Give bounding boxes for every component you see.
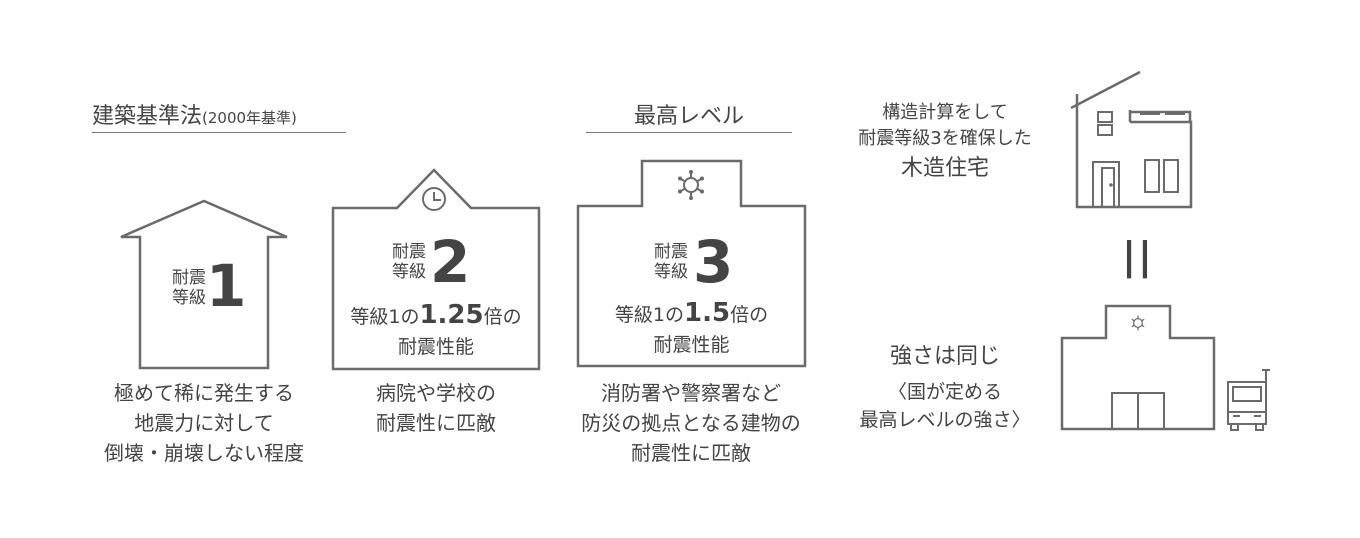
grade3-ratio-suffix: 倍の — [730, 304, 769, 326]
grade1-label-line2: 等級 — [172, 288, 206, 308]
grade3-ratio-line2: 耐震性能 — [653, 334, 730, 356]
grade2-description: 病院や学校の 耐震性に匹敵 — [316, 378, 556, 438]
wooden-house-caption-line2: 耐震等級3を確保した — [858, 128, 1032, 149]
strength-note-line2: 最高レベルの強さ〉 — [859, 409, 1031, 431]
grade2-desc-line2: 耐震性に匹敵 — [376, 411, 496, 435]
grade2-ratio-prefix: 等級1の — [350, 306, 420, 328]
standard-heading-rule — [92, 132, 346, 133]
grade2-ratio-line2: 耐震性能 — [397, 336, 474, 358]
grade2-ratio-suffix: 倍の — [483, 306, 522, 328]
strength-note: 〈国が定める 最高レベルの強さ〉 — [830, 378, 1060, 434]
grade2-desc-line1: 病院や学校の — [376, 381, 496, 405]
grade2-number: 2 — [430, 228, 471, 296]
standard-desc-line3: 倒壊・崩壊しない程度 — [104, 441, 304, 465]
wooden-house-caption-line3: 木造住宅 — [900, 156, 989, 181]
strength-title: 強さは同じ — [889, 344, 1000, 369]
grade2-label-line1: 耐震 — [392, 242, 426, 262]
grade3-label-line2: 等級 — [654, 262, 688, 282]
standard-desc-line2: 地震力に対して — [134, 411, 274, 435]
grade3-label: 耐震 等級 — [640, 242, 688, 282]
grade3-label-line1: 耐震 — [654, 242, 688, 262]
grade3-heading-rule — [586, 132, 792, 133]
grade2-label-line2: 等級 — [392, 262, 426, 282]
grade3-ratio-value: 1.5 — [684, 298, 731, 328]
grade3-heading: 最高レベル — [633, 104, 744, 129]
fire-station-icon — [1060, 304, 1216, 431]
grade3-number: 3 — [693, 228, 734, 296]
standard-heading-main: 建築基準法 — [92, 104, 203, 129]
grade2-ratio: 等級1の1.25倍の 耐震性能 — [333, 300, 539, 362]
standard-description: 極めて稀に発生する 地震力に対して 倒壊・崩壊しない程度 — [54, 378, 354, 468]
fire-truck-icon — [1227, 369, 1270, 431]
grade3-desc-line2: 防災の拠点となる建物の — [581, 411, 801, 435]
standard-heading: 建築基準法(2000年基準) — [92, 98, 297, 130]
grade3-ratio-prefix: 等級1の — [614, 304, 684, 326]
grade3-ratio: 等級1の1.5倍の 耐震性能 — [578, 298, 805, 360]
grade1-label-line1: 耐震 — [172, 268, 206, 288]
grade3-desc-line3: 耐震性に匹敵 — [631, 441, 751, 465]
grade1-number: 1 — [206, 252, 247, 320]
grade2-ratio-value: 1.25 — [419, 300, 484, 330]
grade1-label: 耐震 等級 — [158, 268, 206, 308]
clock-icon — [422, 187, 446, 211]
wooden-house-caption-line1: 構造計算をして — [882, 102, 1008, 123]
wooden-house-caption: 構造計算をして 耐震等級3を確保した 木造住宅 — [830, 100, 1060, 186]
strength-note-line1: 〈国が定める — [887, 381, 1002, 403]
fire-station-emblem-icon — [678, 170, 704, 200]
grade3-desc-line1: 消防署や警察署など — [601, 381, 781, 405]
grade2-building-outline — [331, 168, 541, 371]
standard-desc-line1: 極めて稀に発生する — [114, 381, 294, 405]
grade1-house-outline — [120, 199, 288, 370]
grade3-building-outline — [576, 159, 807, 368]
equals-sign: || — [1122, 234, 1154, 278]
standard-heading-note: (2000年基準) — [202, 109, 297, 127]
grade2-label: 耐震 等級 — [378, 242, 426, 282]
grade3-description: 消防署や警察署など 防災の拠点となる建物の 耐震性に匹敵 — [556, 378, 826, 468]
wooden-house-icon — [1070, 70, 1193, 209]
